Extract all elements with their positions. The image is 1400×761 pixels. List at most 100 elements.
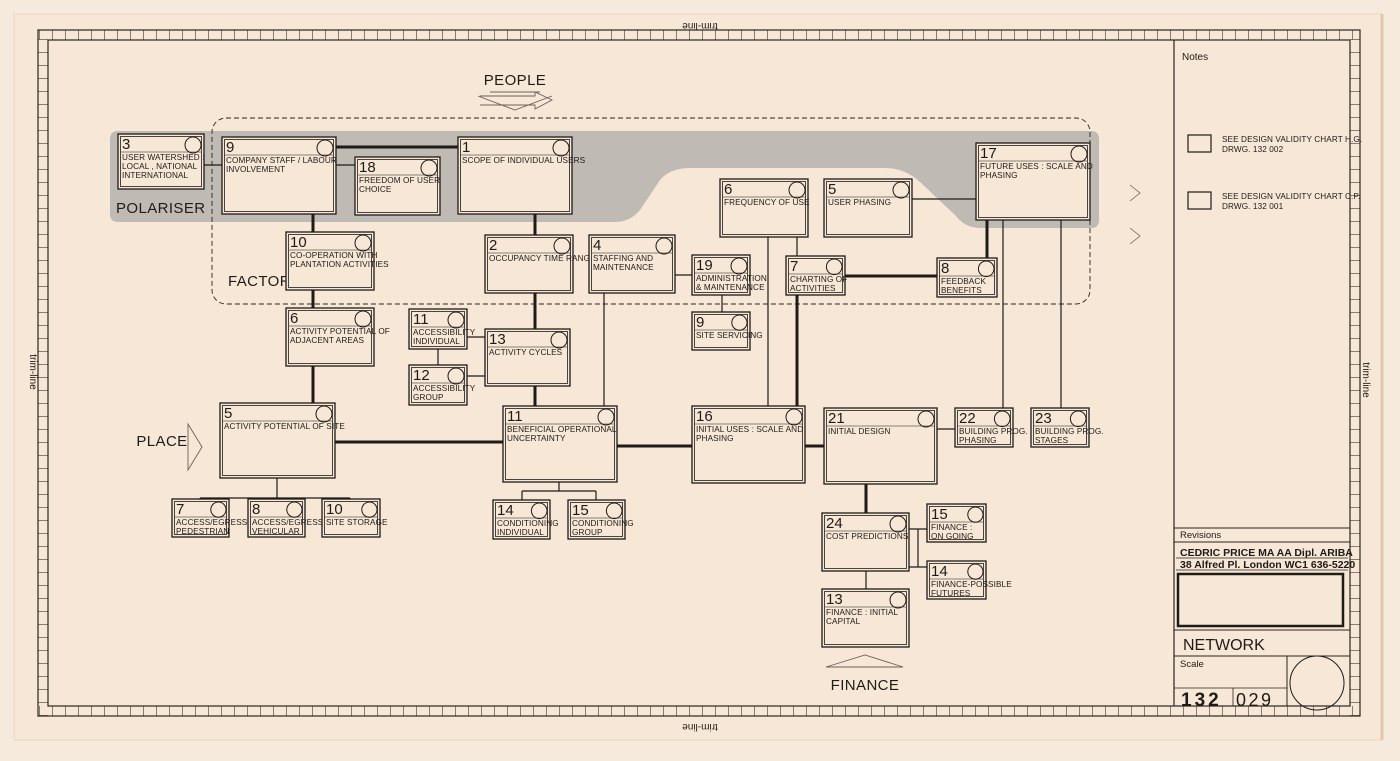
node-number: 17 [980,145,997,162]
status-circle-icon [597,408,615,426]
status-circle-icon [1069,410,1087,428]
node-number: 4 [593,237,601,254]
node-label: BENEFICIAL OPERATIONAL [507,425,617,434]
node-label: BUILDING PROG. [1035,427,1104,436]
drawing-number-b: 029 [1236,690,1274,710]
note2-line1: SEE DESIGN VALIDITY CHART C.P. [1222,192,1360,201]
note2-checkbox [1187,191,1212,210]
node-number: 9 [696,314,704,331]
node-label: MAINTENANCE [593,263,654,272]
node-label: BENEFITS [941,286,982,295]
node-label: SITE SERVICING [696,331,763,340]
node-label: SITE STORAGE [326,518,388,527]
node-number: 6 [290,310,298,327]
node-number: 15 [931,506,948,523]
node-number: 12 [413,367,430,384]
node-label: PHASING [959,436,997,445]
node-number: 9 [226,139,234,156]
node-label: USER WATERSHED : [122,153,205,162]
node-label: INDIVIDUAL [413,337,460,346]
node-number: 16 [696,408,713,425]
status-circle-icon [550,331,568,349]
node-label: UNCERTAINTY [507,434,566,443]
finance-arrow [825,654,904,668]
node-label: CO-OPERATION WITH [290,251,378,260]
status-circle-icon [447,311,465,329]
node-number: 3 [122,136,130,153]
node-label: ADJACENT AREAS [290,336,364,345]
status-circle-icon [825,258,843,276]
node-label: COMPANY STAFF / LABOUR [226,156,337,165]
node-label: INVOLVEMENT [226,165,285,174]
status-circle-icon [977,260,995,278]
border-ticks-bottom [38,706,1360,716]
trim-mark-top: trim-line [682,20,718,31]
polariser-label: POLARISER [116,200,205,217]
node-number: 7 [790,258,798,275]
node-number: 18 [359,159,376,176]
node-number: 5 [828,181,836,198]
node-number: 21 [828,410,845,427]
border-ticks-top [38,30,1360,40]
status-circle-icon [967,563,984,580]
node-label: FINANCE : [931,523,972,532]
node-label: INDIVIDUAL [497,528,544,537]
status-circle-icon [889,515,907,533]
border-ticks-right [1350,30,1360,716]
node-label: GROUP [572,528,603,537]
place-arrow [187,422,203,472]
status-circle-icon [993,410,1011,428]
node-label: ACTIVITY POTENTIAL OF [290,327,390,336]
node-number: 11 [507,408,523,425]
place-heading: PLACE [136,433,187,450]
drawing-title: NETWORK [1183,637,1265,654]
node-label: INTERNATIONAL [122,171,189,180]
node-number: 1 [462,139,470,156]
node-label: ACTIVITY CYCLES [489,348,563,357]
node-label: CAPITAL [826,617,861,626]
node-label: CHARTING OF [790,275,847,284]
outgoing-arrow [1129,184,1141,245]
status-circle-icon [210,501,227,518]
trim-mark-left: trim-line [27,354,38,390]
node-number: 24 [826,515,843,532]
node-label: FUTURES [931,589,971,598]
note2-line2: DRWG. 132 001 [1222,202,1284,211]
status-circle-icon [361,501,378,518]
node-label: GROUP [413,393,444,402]
node-number: 10 [326,501,343,518]
people-heading: PEOPLE [484,72,546,89]
status-circle-icon [286,501,303,518]
node-number: 10 [290,234,307,251]
status-circle-icon [605,502,623,520]
people-arrow [477,91,554,111]
factor-outline [211,117,1091,305]
node-number: 15 [572,502,589,519]
status-circle-icon [731,314,748,331]
architect-address: 38 Alfred Pl. London WC1 636-5220 [1180,559,1355,571]
node-label: USER PHASING [828,198,891,207]
